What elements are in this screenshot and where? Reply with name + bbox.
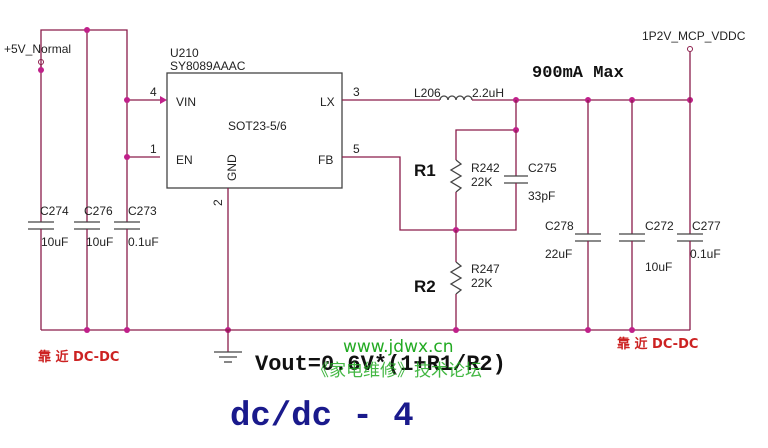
resistor-r242: R1 R242 22K: [414, 159, 500, 230]
pin-en-num: 1: [150, 142, 157, 156]
cap-c273: C273 0.1uF: [114, 204, 159, 330]
r2-alias: R2: [414, 277, 436, 296]
junction: [124, 97, 130, 103]
r242-value: 22K: [471, 175, 492, 189]
c277-ref: C277: [692, 219, 721, 233]
c272-ref: C272: [645, 219, 674, 233]
cap-c278: C278 22uF: [545, 100, 601, 330]
pin-lx-name: LX: [320, 95, 335, 109]
diagram-title: dc/dc - 4: [230, 398, 414, 436]
ic-ref: U210: [170, 46, 199, 60]
pin-vin-num: 4: [150, 85, 157, 99]
c274-value: 10uF: [41, 235, 68, 249]
pin-gnd-name: GND: [225, 154, 239, 181]
l206-ref: L206: [414, 86, 441, 100]
junction: [38, 67, 44, 73]
r242-ref: R242: [471, 161, 500, 175]
junction: [84, 27, 90, 33]
c278-ref: C278: [545, 219, 574, 233]
cap-c274: C274 10uF: [28, 204, 69, 330]
c275-value: 33pF: [528, 189, 555, 203]
l206-value: 2.2uH: [472, 86, 504, 100]
resistor-r247: R2 R247 22K: [414, 261, 500, 330]
cap-c277: C277 0.1uF: [677, 100, 721, 330]
note-near-dcdc-right: 靠 近 DC-DC: [617, 336, 698, 352]
junction: [124, 154, 130, 160]
junction: [453, 327, 459, 333]
c278-value: 22uF: [545, 247, 572, 261]
cap-c276: C276 10uF: [74, 204, 113, 330]
c274-ref: C274: [40, 204, 69, 218]
r247-value: 22K: [471, 276, 492, 290]
c275-ref: C275: [528, 161, 557, 175]
output-port-marker: [687, 46, 693, 52]
pin-fb-num: 5: [353, 142, 360, 156]
junction: [84, 327, 90, 333]
cap-c272: C272 10uF: [619, 100, 674, 330]
c276-ref: C276: [84, 204, 113, 218]
output-net-label: 1P2V_MCP_VDDC: [642, 29, 746, 43]
cap-c275: C275 33pF: [456, 161, 557, 231]
ic-u210: U210 SY8089AAAC SOT23-5/6 VIN 4 EN 1 LX …: [150, 46, 360, 206]
vin-arrow-icon: [160, 96, 167, 104]
pin-fb-name: FB: [318, 153, 333, 167]
ground-icon: [214, 351, 242, 363]
output-current-note: 900mA Max: [532, 64, 624, 83]
watermark-forum: 《家电维修》技术论坛: [312, 361, 482, 381]
ic-package: SOT23-5/6: [228, 119, 287, 133]
output-net: 1P2V_MCP_VDDC 900mA Max: [532, 29, 746, 100]
junction: [629, 327, 635, 333]
junction: [585, 327, 591, 333]
input-net-label: +5V_Normal: [4, 42, 71, 56]
vout-formula: Vout=0.6V*(1+R1/R2): [255, 352, 506, 377]
r1-alias: R1: [414, 161, 436, 180]
c276-value: 10uF: [86, 235, 113, 249]
pin-en-name: EN: [176, 153, 193, 167]
inductor-l206: L206 2.2uH: [414, 86, 504, 101]
ic-part: SY8089AAAC: [170, 59, 246, 73]
pin-gnd-num: 2: [211, 199, 225, 206]
pin-lx-num: 3: [353, 85, 360, 99]
input-net: +5V_Normal: [4, 42, 71, 70]
r247-ref: R247: [471, 262, 500, 276]
c277-value: 0.1uF: [690, 247, 721, 261]
note-near-dcdc-left: 靠 近 DC-DC: [38, 349, 119, 365]
junction: [124, 327, 130, 333]
c272-value: 10uF: [645, 260, 672, 274]
c273-ref: C273: [128, 204, 157, 218]
c273-value: 0.1uF: [128, 235, 159, 249]
ic-body: [166, 72, 343, 189]
watermark-url: www.jdwx.cn: [343, 337, 454, 357]
pin-vin-name: VIN: [176, 95, 196, 109]
